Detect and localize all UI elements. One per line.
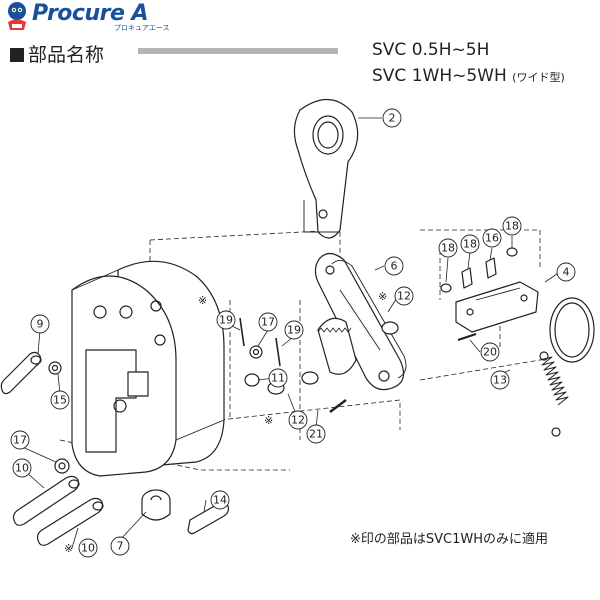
part-pin-19b bbox=[275, 337, 281, 367]
part-nut-17b bbox=[249, 345, 263, 359]
asterisk-mark-2: ※ bbox=[378, 290, 387, 303]
part-pin-21 bbox=[329, 399, 347, 413]
model-line-1: SVC 0.5H~5H bbox=[372, 40, 490, 60]
callout-4: 4 bbox=[563, 266, 570, 279]
part-nut-17a bbox=[54, 458, 70, 474]
bullet-square-icon bbox=[10, 48, 24, 62]
callout-9: 9 bbox=[37, 318, 44, 331]
callout-21: 21 bbox=[309, 428, 323, 441]
callout-18a: 18 bbox=[441, 242, 455, 255]
callout-6: 6 bbox=[391, 260, 398, 273]
part-washer-18b bbox=[506, 247, 518, 257]
callout-10a: 10 bbox=[15, 462, 29, 475]
part-bushing-12c bbox=[381, 321, 399, 335]
callout-7: 7 bbox=[117, 540, 124, 553]
part-link-plates bbox=[314, 252, 405, 391]
callout-20: 20 bbox=[483, 346, 497, 359]
part-bolt-10b bbox=[36, 497, 103, 546]
callout-18c: 18 bbox=[505, 220, 519, 233]
asterisk-mark-3: ※ bbox=[264, 414, 273, 427]
callout-10b: 10 bbox=[81, 542, 95, 555]
header-divider-bar bbox=[138, 48, 338, 54]
part-cam bbox=[317, 317, 357, 375]
part-bushing-12b bbox=[301, 371, 319, 385]
footnote: ※印の部品はSVC1WHのみに適用 bbox=[350, 532, 549, 547]
logo-brand-text: Procure A bbox=[32, 1, 149, 26]
callout-11: 11 bbox=[271, 372, 285, 385]
callout-17b: 17 bbox=[261, 316, 275, 329]
asterisk-mark-1: ※ bbox=[198, 294, 207, 307]
part-washer-18a bbox=[440, 283, 452, 293]
part-screw-16a bbox=[461, 267, 473, 289]
callout-2: 2 bbox=[389, 112, 396, 125]
model-line-2: SVC 1WH~5WH (ワイド型) bbox=[372, 66, 565, 86]
callout-12b: 12 bbox=[291, 414, 305, 427]
mascot-icon bbox=[8, 2, 26, 30]
part-pin-20 bbox=[457, 332, 477, 342]
callout-18b: 18 bbox=[463, 238, 477, 251]
part-handle-bracket bbox=[455, 281, 539, 333]
part-pin-9 bbox=[0, 351, 42, 395]
part-bushing-11 bbox=[244, 373, 260, 387]
callout-16: 16 bbox=[485, 232, 499, 245]
procure-a-logo: Procure A プロキュアエース bbox=[2, 0, 170, 34]
callout-19b: 19 bbox=[287, 324, 301, 337]
logo-sub-text: プロキュアエース bbox=[114, 24, 170, 32]
model-line-2-note: (ワイド型) bbox=[512, 71, 565, 84]
asterisk-mark-4: ※ bbox=[64, 542, 73, 555]
part-screw-16b bbox=[485, 257, 497, 279]
part-ring bbox=[549, 297, 595, 363]
callout-15: 15 bbox=[53, 394, 67, 407]
exploded-parts-diagram: 2 6 12 4 13 9 15 17 10 10 7 14 19 17 19 … bbox=[0, 88, 600, 600]
part-nut-15 bbox=[48, 361, 62, 375]
callout-14: 14 bbox=[213, 494, 227, 507]
callout-13: 13 bbox=[493, 374, 507, 387]
section-title: 部品名称 bbox=[10, 40, 104, 67]
model-line-2-text: SVC 1WH~5WH bbox=[372, 66, 507, 86]
callout-19a: 19 bbox=[219, 314, 233, 327]
callout-17a: 17 bbox=[13, 434, 27, 447]
part-bolt-10a bbox=[12, 475, 79, 526]
diagram-svg: 2 6 12 4 13 9 15 17 10 10 7 14 19 17 19 … bbox=[0, 98, 595, 558]
callout-12c: 12 bbox=[397, 290, 411, 303]
part-pin-19a bbox=[239, 317, 245, 347]
section-title-text: 部品名称 bbox=[28, 44, 105, 66]
part-spring bbox=[539, 356, 569, 406]
